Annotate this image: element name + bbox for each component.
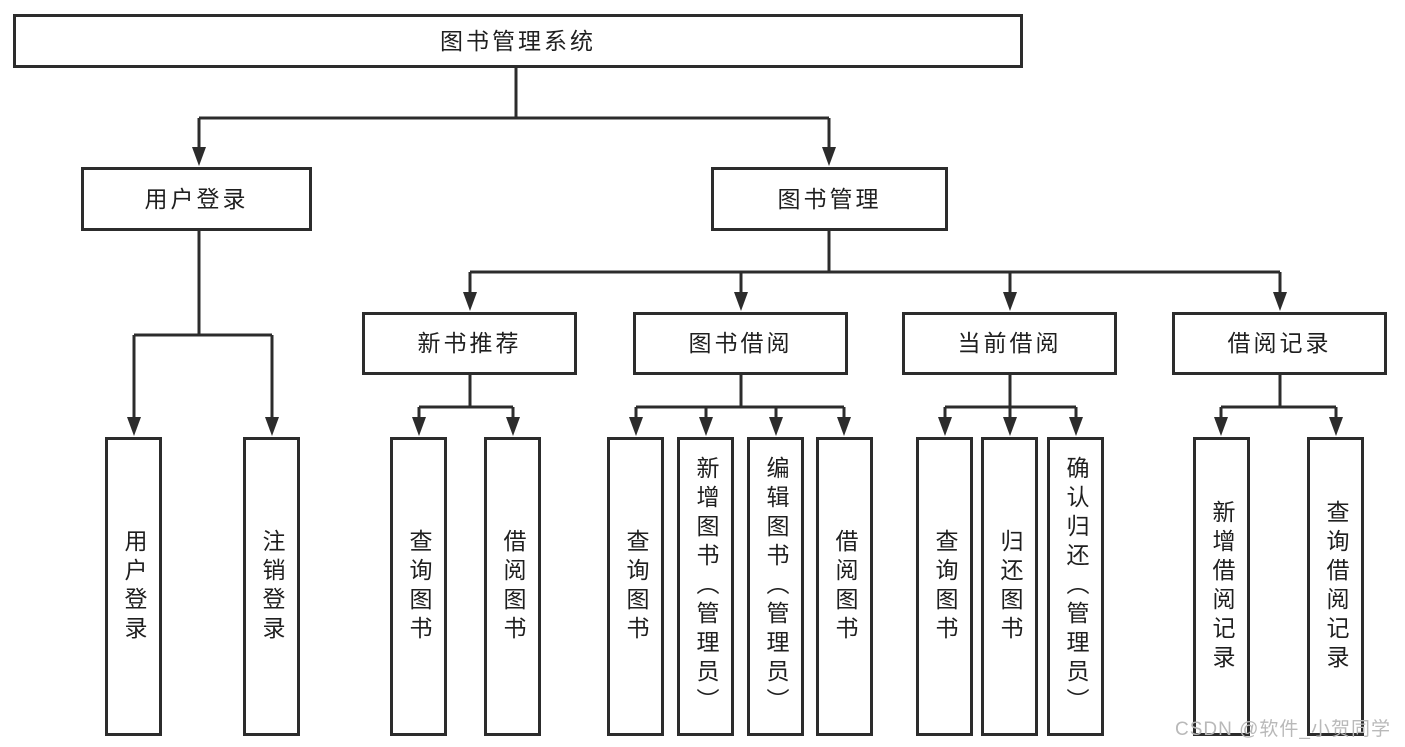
- node-current-borrow: 当前借阅: [902, 312, 1117, 375]
- connector-current-borrow: [943, 375, 1078, 420]
- leaf-user-login: 用户登录: [105, 437, 162, 736]
- leaf-bb-edit-book-admin: 编辑图书（管理员）: [747, 437, 804, 736]
- leaf-bb-borrow-books: 借阅图书: [816, 437, 873, 736]
- node-label: 查询借阅记录: [1323, 499, 1349, 674]
- arrowhead: [769, 417, 783, 436]
- arrowhead: [192, 147, 206, 166]
- node-label: 借阅图书: [500, 528, 526, 645]
- leaf-cb-confirm-return-admin: 确认归还（管理员）: [1047, 437, 1104, 736]
- node-label: 确认归还（管理员）: [1063, 456, 1089, 717]
- node-book-management: 图书管理: [711, 167, 948, 231]
- node-label: 图书借阅: [688, 330, 793, 356]
- node-label: 当前借阅: [957, 330, 1062, 356]
- node-label: 图书管理: [777, 185, 882, 212]
- node-label: 新增借阅记录: [1209, 499, 1235, 674]
- arrowhead: [265, 417, 279, 436]
- connector-book-borrow: [634, 375, 846, 420]
- leaf-logout: 注销登录: [243, 437, 300, 736]
- arrowhead: [734, 292, 748, 311]
- node-book-borrow: 图书借阅: [633, 312, 848, 375]
- leaf-br-add-record: 新增借阅记录: [1193, 437, 1250, 736]
- arrowhead: [1214, 417, 1228, 436]
- leaf-nbr-borrow-books: 借阅图书: [484, 437, 541, 736]
- leaf-br-query-record: 查询借阅记录: [1307, 437, 1364, 736]
- node-label: 查询图书: [932, 528, 958, 645]
- node-label: 借阅图书: [832, 528, 858, 645]
- arrowhead: [463, 292, 477, 311]
- arrowhead: [629, 417, 643, 436]
- node-label: 新增图书（管理员）: [693, 456, 719, 717]
- connector-root: [197, 68, 831, 150]
- arrowhead: [822, 147, 836, 166]
- node-label: 注销登录: [259, 528, 285, 645]
- node-label: 借阅记录: [1227, 330, 1332, 356]
- node-label: 查询图书: [623, 528, 649, 645]
- connector-user-login: [132, 231, 274, 420]
- node-label: 查询图书: [406, 528, 432, 645]
- watermark: CSDN @软件_小贺同学: [1175, 719, 1391, 740]
- node-label: 新书推荐: [417, 330, 522, 356]
- arrowhead: [1003, 417, 1017, 436]
- arrowhead: [1273, 292, 1287, 311]
- node-label: 编辑图书（管理员）: [763, 456, 789, 717]
- connector-book-management: [468, 231, 1282, 295]
- arrowhead: [837, 417, 851, 436]
- arrowhead: [506, 417, 520, 436]
- node-label: 图书管理系统: [440, 27, 596, 54]
- node-label: 归还图书: [997, 528, 1023, 645]
- arrowhead: [1069, 417, 1083, 436]
- arrowhead: [1329, 417, 1343, 436]
- node-borrow-records: 借阅记录: [1172, 312, 1387, 375]
- leaf-nbr-query-books: 查询图书: [390, 437, 447, 736]
- connector-new-book-recommend: [417, 375, 515, 420]
- leaf-bb-query-books: 查询图书: [607, 437, 664, 736]
- node-library-management-system: 图书管理系统: [13, 14, 1023, 68]
- leaf-bb-add-book-admin: 新增图书（管理员）: [677, 437, 734, 736]
- node-user-login: 用户登录: [81, 167, 312, 231]
- arrowhead: [938, 417, 952, 436]
- node-label: 用户登录: [121, 528, 147, 645]
- leaf-cb-query-books: 查询图书: [916, 437, 973, 736]
- connector-borrow-records: [1219, 375, 1338, 420]
- arrowhead: [412, 417, 426, 436]
- arrowhead: [1003, 292, 1017, 311]
- arrowhead: [127, 417, 141, 436]
- arrowhead: [699, 417, 713, 436]
- leaf-cb-return-books: 归还图书: [981, 437, 1038, 736]
- node-new-book-recommend: 新书推荐: [362, 312, 577, 375]
- node-label: 用户登录: [144, 185, 249, 212]
